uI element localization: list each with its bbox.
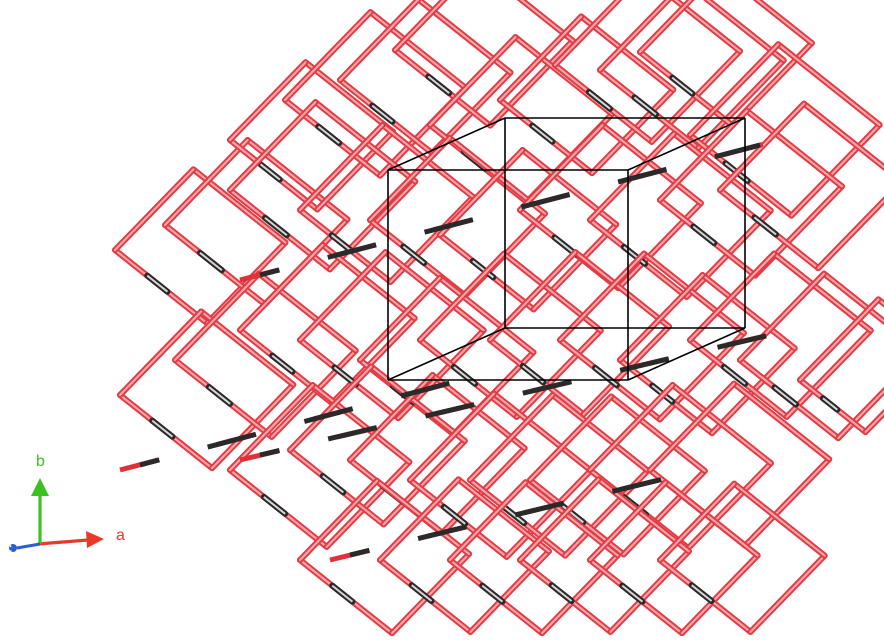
frame-40-edge-4-highlight [300,481,377,560]
frame-27-linker-highlight [595,368,617,385]
frame-20-linker-highlight [152,421,172,437]
frame-40-linker-highlight [332,586,352,602]
frame-45-linker-highlight [692,585,712,601]
frame-31-edge-3-highlight [878,299,884,351]
frame-42-linker-highlight [482,586,502,602]
axis-triad: a b c [4,453,125,557]
axis-b-arrowhead [31,478,49,496]
frame-19-edge-2 [818,182,884,268]
frame-2-edge-4-highlight [230,62,306,140]
frame-33-edge-3-highlight [371,366,465,440]
frame-30-linker-highlight [774,387,796,404]
frame-21-edge-3-highlight [259,274,356,351]
frame-13-linker-highlight [332,235,352,251]
frame-11-edge-2-highlight [791,125,879,216]
frame-9-linker-highlight [634,97,656,114]
frame-5-linker-highlight [428,76,449,93]
frame-45-edge-4-highlight [660,484,734,560]
frame-7-edge-4-highlight [500,16,581,100]
frame-24-edge-3-highlight [440,278,534,352]
frame-43-linker-highlight [552,585,572,601]
frame-42-edge-2-highlight [542,555,618,633]
frame-30-edge-3 [824,274,884,352]
frame-43-edge-2-highlight [610,551,688,632]
frame-41-edge-2-highlight [470,551,548,632]
frame-20-edge-4-highlight [120,311,201,395]
frame-33-linker-highlight [323,476,344,492]
frame-0-linker-highlight [147,276,167,292]
frame-44-linker-highlight [622,586,642,602]
frame-28-edge-4-highlight [620,275,703,360]
frame-7-linker-highlight [532,126,552,142]
framework-network [115,0,884,633]
frame-25-linker-highlight [454,367,475,384]
frame-31-edge-3 [878,299,884,351]
frame-44-edge-2-highlight [682,555,758,633]
frame-5-edge-3 [478,0,573,41]
frame-23-edge-4-highlight [300,252,385,340]
frame-3-edge-4-highlight [285,12,370,100]
axis-b-label: b [36,453,45,470]
frame-45-edge-2-highlight [750,556,824,632]
frame-1-linker-highlight [200,253,222,270]
frame-26-edge-4-highlight [490,252,575,340]
frame-21-linker-highlight [209,387,230,404]
frame-3-linker-highlight [318,126,339,143]
frame-32-linker-highlight [264,497,285,514]
axis-a-arrowhead [86,531,104,548]
axis-a-label: a [116,527,125,544]
axis-a-arrow [38,540,88,544]
frame-9-edge-4 [600,0,685,70]
axis-c-label: c [4,540,12,557]
frame-31-linker-highlight [823,398,837,409]
frame-18-linker-highlight [693,226,714,243]
axis-c-arrow [17,544,40,548]
frame-31-edge-4-highlight [800,299,878,380]
